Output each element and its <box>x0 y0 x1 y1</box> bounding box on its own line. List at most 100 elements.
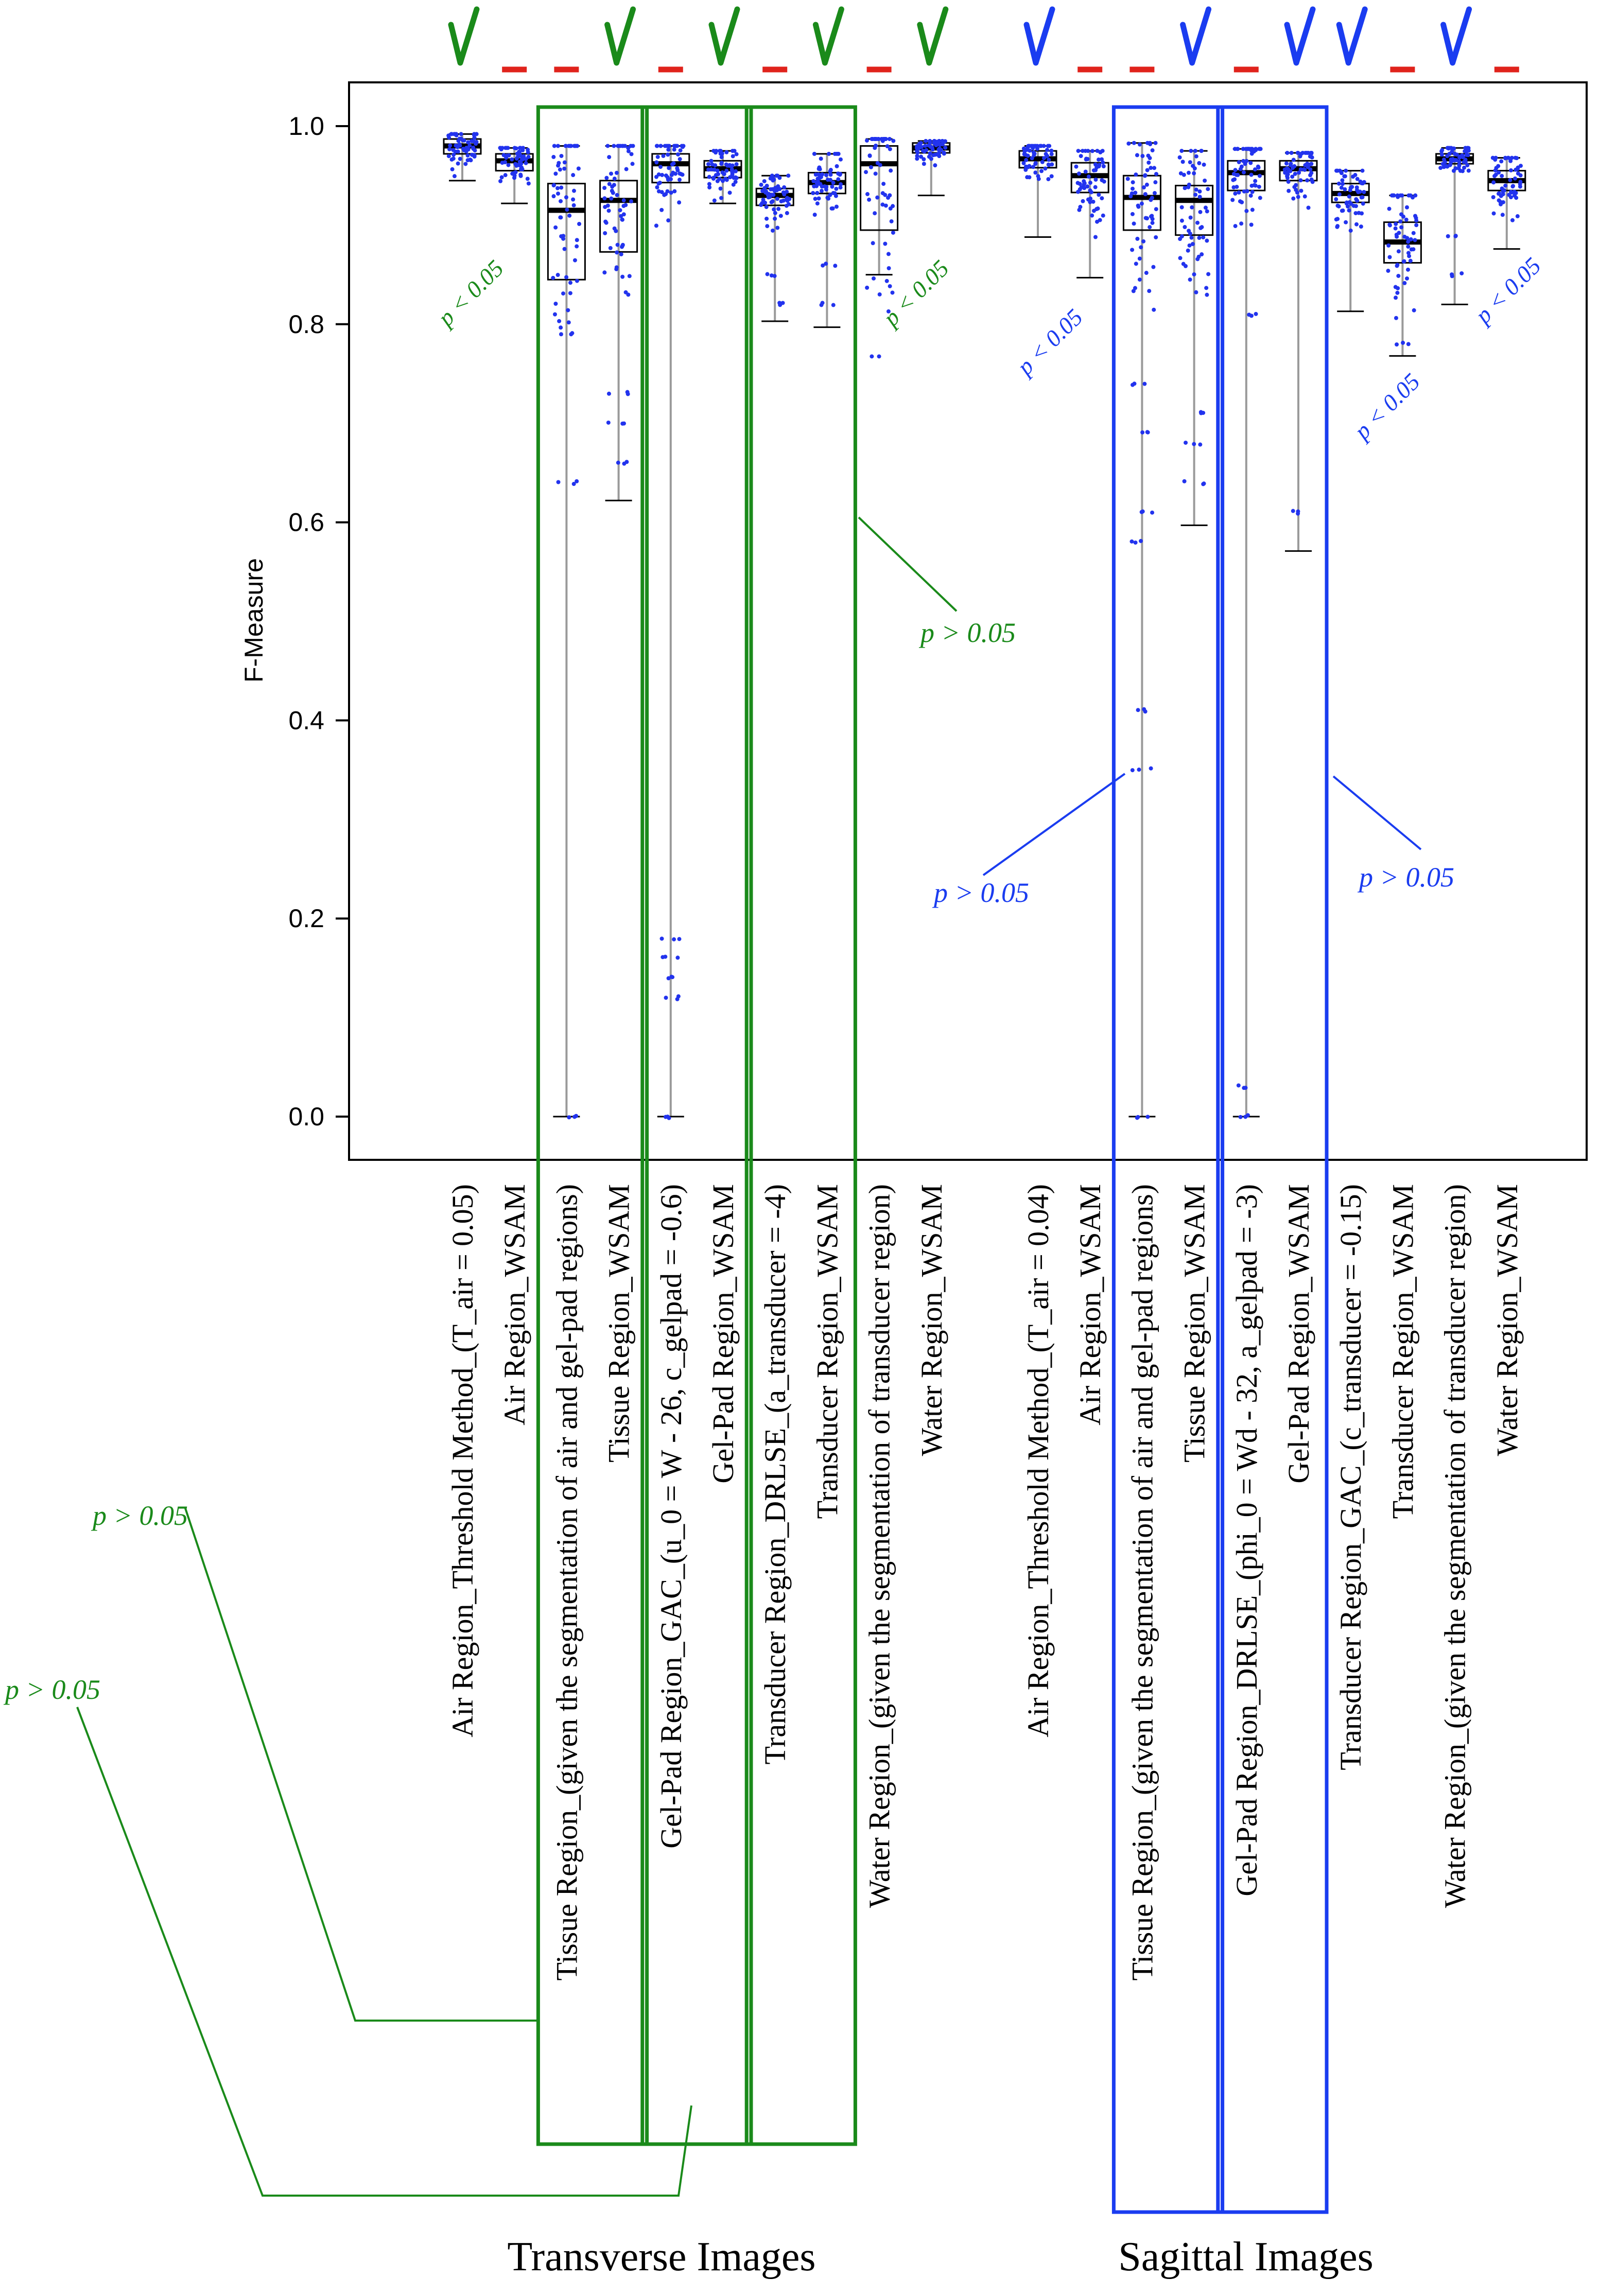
data-point <box>1027 144 1032 148</box>
y-tick-label: 0.6 <box>288 508 324 537</box>
data-point <box>891 230 895 235</box>
category-label: Gel-Pad Region_WSAM <box>706 1184 740 1484</box>
data-point <box>525 177 530 181</box>
data-point <box>919 154 924 159</box>
data-point <box>1238 199 1242 204</box>
data-point <box>1131 180 1135 185</box>
data-point <box>1464 149 1469 154</box>
category-label: Tissue Region_WSAM <box>1178 1184 1211 1463</box>
box-plot <box>1122 141 1161 1120</box>
data-point <box>606 420 611 425</box>
data-point <box>1460 153 1465 158</box>
data-point <box>1090 213 1094 218</box>
data-point <box>1091 168 1096 172</box>
data-point <box>1152 166 1157 170</box>
data-point <box>724 150 729 154</box>
data-point <box>559 199 563 203</box>
data-point <box>1303 150 1308 155</box>
data-point <box>890 290 895 295</box>
data-point <box>656 181 661 186</box>
data-point <box>730 171 735 176</box>
data-point <box>655 185 659 189</box>
data-point <box>1140 430 1145 434</box>
check-mark-icon <box>1023 6 1055 66</box>
data-point <box>1493 168 1498 172</box>
data-point <box>1387 222 1392 227</box>
data-point <box>1354 222 1359 227</box>
data-point <box>1348 228 1353 233</box>
data-point <box>1183 186 1187 190</box>
data-point <box>678 148 683 153</box>
data-point <box>629 152 634 156</box>
data-point <box>1137 256 1142 261</box>
data-point <box>1198 442 1203 447</box>
data-point <box>1150 510 1155 515</box>
data-point <box>1452 151 1457 156</box>
data-point <box>1239 221 1244 226</box>
data-point <box>568 281 573 285</box>
data-point <box>865 285 870 290</box>
data-point <box>1514 196 1519 200</box>
data-point <box>607 155 612 160</box>
box-plot <box>495 146 534 204</box>
data-point <box>1101 164 1106 169</box>
data-point <box>1139 245 1143 250</box>
data-point <box>1144 182 1149 187</box>
pair-annotation: p < 0.05 <box>1011 304 1088 381</box>
data-point <box>867 153 872 158</box>
data-point <box>729 164 734 168</box>
data-point <box>677 178 682 182</box>
data-point <box>1393 285 1398 289</box>
data-point <box>1243 1086 1248 1090</box>
data-point <box>1347 194 1351 199</box>
data-point <box>654 223 658 228</box>
data-point <box>1134 172 1138 177</box>
box-iqr <box>547 183 586 281</box>
data-point <box>556 192 561 196</box>
data-point <box>1335 224 1340 229</box>
data-point <box>1349 201 1353 206</box>
data-point <box>1508 178 1513 182</box>
data-point <box>519 162 524 166</box>
data-point <box>1046 144 1050 148</box>
significance-label: p > 0.05 <box>91 1500 188 1531</box>
data-point <box>575 144 580 148</box>
data-point <box>1354 188 1359 193</box>
data-point <box>1178 237 1183 241</box>
data-point <box>1194 154 1198 159</box>
data-point <box>1100 196 1104 201</box>
data-point <box>1205 292 1209 297</box>
data-point <box>1026 153 1030 158</box>
data-point <box>503 173 508 178</box>
data-point <box>675 955 680 960</box>
data-point <box>1305 178 1310 183</box>
data-point <box>1232 147 1237 151</box>
category-label: Water Region_WSAM <box>1490 1184 1524 1456</box>
data-point <box>1039 144 1044 148</box>
data-point <box>669 172 674 177</box>
data-point <box>1206 187 1210 192</box>
data-point <box>1187 243 1192 248</box>
data-point <box>677 937 682 942</box>
data-point <box>760 201 764 205</box>
data-point <box>1148 225 1152 230</box>
data-point <box>602 270 607 275</box>
data-point <box>1500 173 1504 178</box>
data-point <box>612 177 617 181</box>
data-point <box>602 196 607 201</box>
data-point <box>1413 238 1417 242</box>
data-point <box>575 479 579 483</box>
data-point <box>621 203 626 208</box>
data-point <box>459 132 463 136</box>
data-point <box>915 153 919 158</box>
data-point <box>1408 258 1413 263</box>
data-point <box>576 166 581 171</box>
data-point <box>778 214 783 218</box>
data-point <box>707 185 712 189</box>
data-point <box>656 189 661 194</box>
data-point <box>1296 511 1300 516</box>
data-point <box>734 152 739 156</box>
data-point <box>663 954 668 959</box>
data-point <box>1298 178 1303 183</box>
data-point <box>1136 203 1140 208</box>
